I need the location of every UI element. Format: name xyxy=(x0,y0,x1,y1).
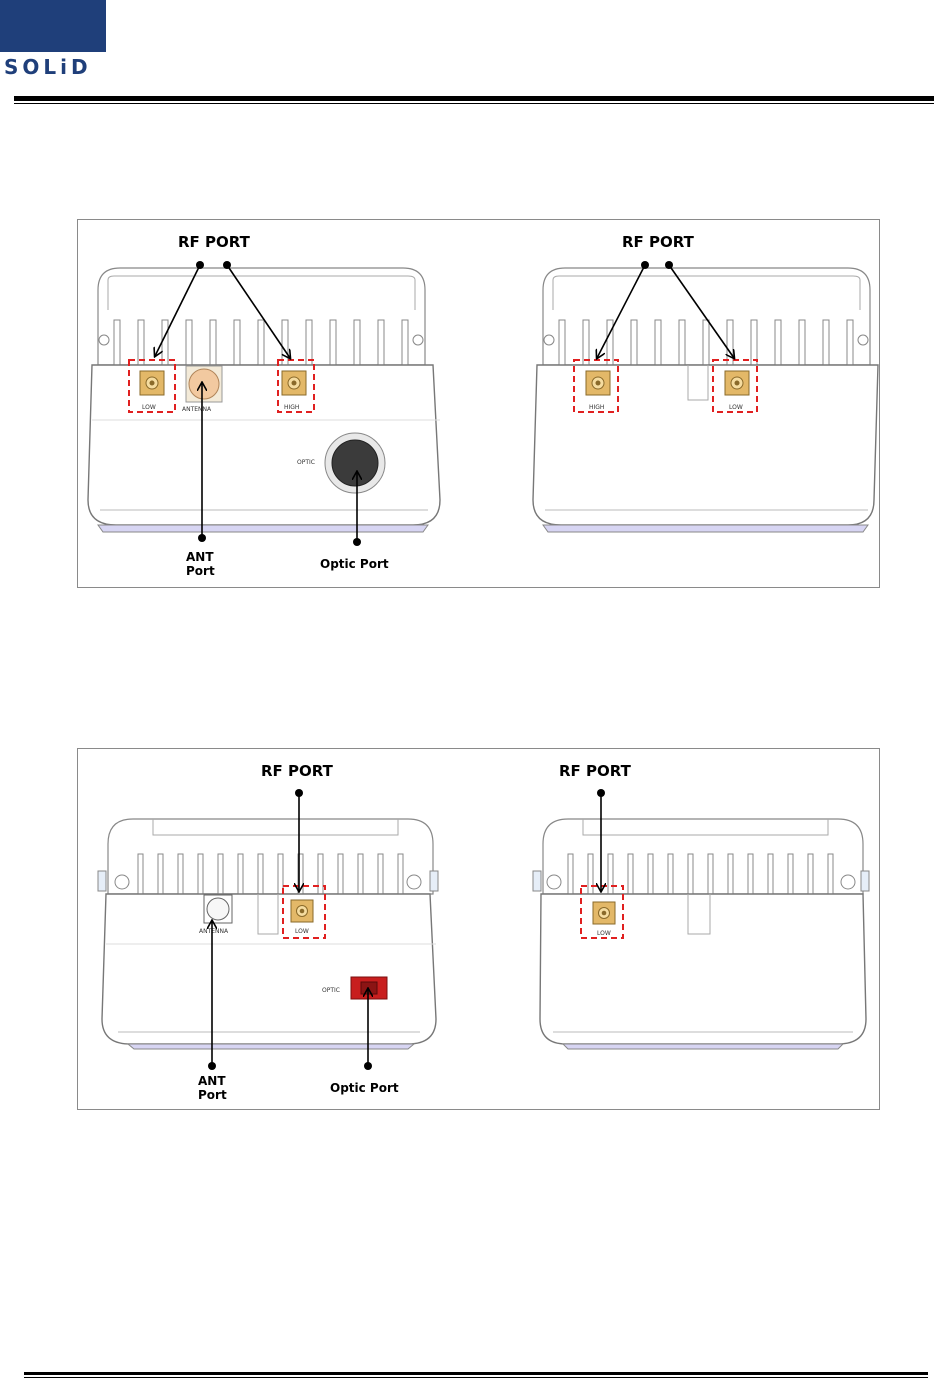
low2-connector xyxy=(291,900,313,922)
optic-connector xyxy=(325,433,385,493)
rf-port-callout-right: RF PORT xyxy=(622,233,695,251)
figure-ports-type-b: ANTENNA LOW OPTIC RF PORT ANT Port Optic… xyxy=(77,748,880,1110)
figure1-drawing: LOW ANTENNA HIGH OPTIC RF PORT ANT Port … xyxy=(78,220,879,587)
logo-text: SOLiD xyxy=(4,55,92,79)
unit-left-drawing xyxy=(88,268,440,532)
header-rule xyxy=(14,96,934,101)
rf-port-callout: RF PORT xyxy=(178,233,251,251)
header-rule-thin xyxy=(14,103,934,104)
ant2-port-callout-2: Port xyxy=(198,1088,227,1102)
figure-ports-type-a: LOW ANTENNA HIGH OPTIC RF PORT ANT Port … xyxy=(77,219,880,588)
antenna2-connector xyxy=(204,895,232,923)
port-low-label-right: LOW xyxy=(729,404,743,411)
high-connector xyxy=(282,371,306,395)
port2-low-label: LOW xyxy=(295,928,309,935)
figure2-drawing: ANTENNA LOW OPTIC RF PORT ANT Port Optic… xyxy=(78,749,879,1109)
unit-right-drawing xyxy=(533,268,878,532)
high-connector-right xyxy=(586,371,610,395)
unit2-left-drawing xyxy=(98,819,438,1049)
antenna-connector xyxy=(186,366,222,402)
unit2-right-drawing xyxy=(533,819,869,1049)
low2-connector-right xyxy=(593,902,615,924)
optic2-port-callout: Optic Port xyxy=(330,1081,399,1095)
low-connector-right xyxy=(725,371,749,395)
rf-port-callout-2-right: RF PORT xyxy=(559,762,632,780)
port-low-label: LOW xyxy=(142,404,156,411)
footer-rule xyxy=(24,1372,928,1375)
port2-low-label-right: LOW xyxy=(597,930,611,937)
optic-port-callout: Optic Port xyxy=(320,557,389,571)
footer-rule-thin xyxy=(24,1377,928,1378)
port-optic-label: OPTIC xyxy=(297,459,315,466)
port2-optic-label: OPTIC xyxy=(322,987,340,994)
optic2-connector xyxy=(351,977,387,999)
port-antenna-label: ANTENNA xyxy=(182,406,212,413)
ant2-port-callout-1: ANT xyxy=(198,1074,226,1088)
low-connector xyxy=(140,371,164,395)
port-high-label: HIGH xyxy=(284,404,299,411)
ant-port-callout-1: ANT xyxy=(186,550,214,564)
ant-port-callout-2: Port xyxy=(186,564,215,578)
rf-port-callout-2: RF PORT xyxy=(261,762,334,780)
port2-antenna-label: ANTENNA xyxy=(199,928,229,935)
solid-logo: SOLiD xyxy=(0,0,106,79)
port-high-label-right: HIGH xyxy=(589,404,604,411)
